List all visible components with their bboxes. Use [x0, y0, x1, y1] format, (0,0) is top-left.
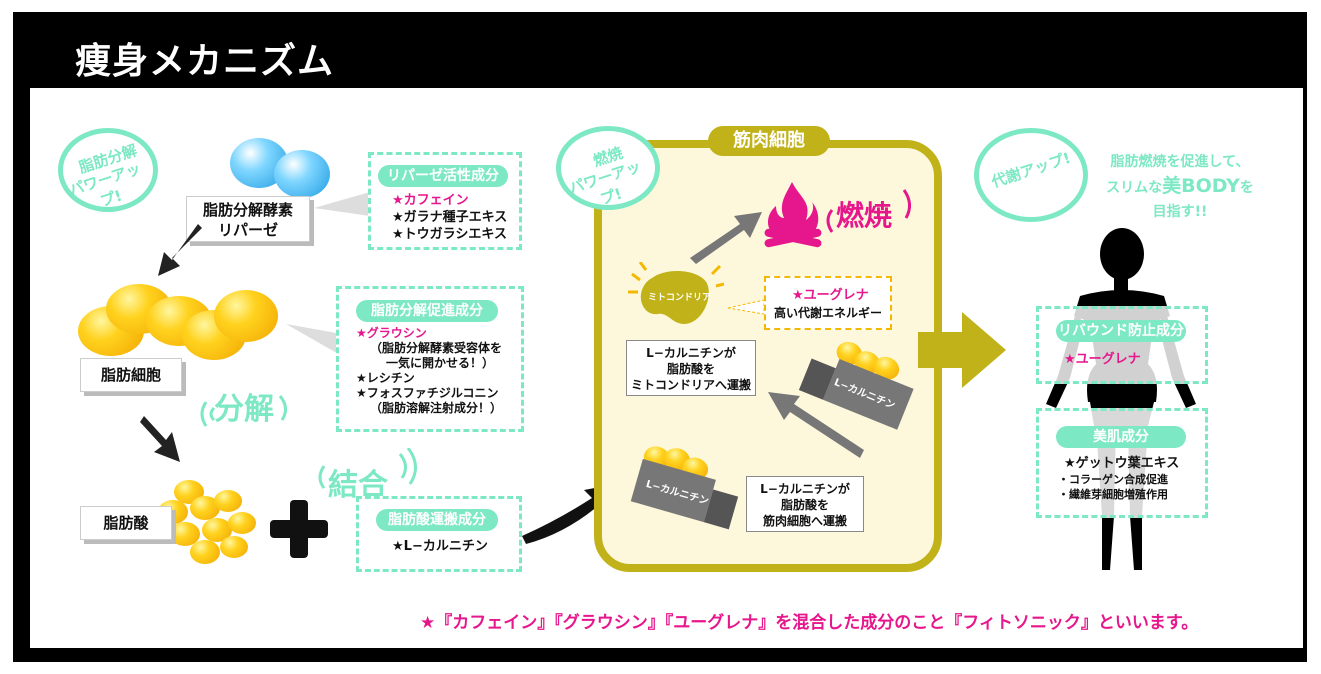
- enzyme-label-line1: 脂肪分解酵素: [202, 201, 293, 219]
- woman-silhouette-icon: [1046, 228, 1196, 570]
- promote-ingredient-header: 脂肪分解促進成分: [356, 300, 498, 322]
- skin-subs: ・コラーゲン合成促進 ・繊維芽細胞増殖作用: [1058, 472, 1168, 502]
- euglena-item: ★ユーグレナ: [792, 288, 869, 303]
- arrow-fat-to-acid-icon: [140, 416, 180, 462]
- skin-sub-1: ・コラーゲン合成促進: [1058, 473, 1168, 486]
- promote-item-3: 一気に開かせる！）: [386, 356, 495, 370]
- transport-ingredient-box: [356, 496, 522, 572]
- arrow-to-muscle-icon: [522, 484, 616, 544]
- fire-icon: [764, 182, 822, 248]
- promote-item-2: （脂肪分解酵素受容体を: [370, 341, 503, 355]
- skin-item: ★ゲットウ葉エキス: [1064, 456, 1180, 471]
- info-upper-line3: ミトコンドリアへ運搬: [630, 378, 751, 392]
- info-lower: L−カルニチンが 脂肪酸を 筋肉細胞へ運搬: [746, 476, 864, 532]
- transport-ingredient-header: 脂肪酸運搬成分: [376, 509, 498, 531]
- result-line2: スリムな美BODYを: [1096, 174, 1264, 200]
- result-text: 脂肪燃焼を促進して、 スリムな美BODYを 目指す!!: [1096, 150, 1264, 224]
- skin-sub-2: ・繊維芽細胞増殖作用: [1058, 488, 1168, 501]
- enzyme-label: 脂肪分解酵素 リパーゼ: [186, 196, 310, 242]
- arrow-truck-to-info-icon: [768, 392, 864, 458]
- info-lower-line2: 脂肪酸を: [780, 498, 829, 512]
- combustion-badge: 燃焼 パワーアップ!: [556, 126, 660, 210]
- result-line3: 目指す!!: [1152, 204, 1208, 220]
- mitochondria-icon: [628, 262, 724, 324]
- decompose-label: 分解: [214, 392, 274, 427]
- fat-cell-label: 脂肪細胞: [80, 358, 182, 392]
- info-lower-line1: L−カルニチンが: [760, 482, 850, 496]
- euglena-pointer: [728, 299, 765, 315]
- fat-cell-icon: [78, 282, 278, 372]
- footnote: ★『カフェイン』『グラウシン』『ユーグレナ』を混合した成分のこと『フィトソニック…: [420, 613, 1199, 633]
- skin-header: 美肌成分: [1056, 426, 1186, 448]
- result-line2c: を: [1239, 180, 1254, 196]
- lipase-item-1: ★カフェイン: [392, 193, 469, 208]
- euglena-sub: 高い代謝エネルギー: [774, 306, 883, 320]
- promote-item-5: ★フォスファチジルコニン: [356, 386, 499, 400]
- page-title: 痩身メカニズム: [75, 41, 335, 82]
- result-line2a: スリムな: [1106, 180, 1163, 196]
- transport-ingredient-item: ★L−カルニチン: [392, 539, 488, 554]
- enzyme-label-line2: リパーゼ: [217, 221, 278, 239]
- lipase-ingredient-header: リパーゼ活性成分: [378, 165, 508, 187]
- arrow-mito-to-fire-icon: [690, 212, 762, 264]
- promote-item-6: （脂肪溶解注射成分！）: [370, 401, 503, 415]
- info-upper: L−カルニチンが 脂肪酸を ミトコンドリアへ運搬: [626, 340, 756, 396]
- rebound-item: ★ユーグレナ: [1064, 352, 1141, 367]
- burn-label: 燃焼: [836, 199, 893, 232]
- lipase-item-2: ★ガラナ種子エキス: [392, 210, 508, 225]
- decompose-waves-icon: [200, 395, 287, 427]
- info-upper-line2: 脂肪酸を: [666, 362, 715, 376]
- promote-pointer: [286, 324, 342, 356]
- metabolism-badge: 代謝アップ!: [974, 128, 1088, 222]
- result-line1: 脂肪燃焼を促進して、: [1110, 154, 1250, 170]
- fatty-acid-label: 脂肪酸: [80, 506, 172, 540]
- arrow-enzyme-to-fat-icon: [158, 224, 202, 276]
- arrow-to-result-icon: [918, 312, 1006, 388]
- result-line2b: 美BODY: [1162, 175, 1240, 197]
- muscle-cell-title: 筋肉細胞: [708, 126, 830, 156]
- info-lower-line3: 筋肉細胞へ運搬: [762, 514, 847, 528]
- mitochondria-label: ミトコンドリア: [648, 293, 712, 303]
- euglena-box: [764, 276, 892, 330]
- rebound-box: [1036, 306, 1208, 384]
- fatty-acid-icon: [150, 478, 260, 568]
- promote-item-1: ★グラウシン: [356, 326, 427, 340]
- burn-waves-icon: [826, 189, 911, 233]
- promote-item-4: ★レシチン: [356, 371, 415, 385]
- lipase-ingredient-list: ★カフェイン ★ガラナ種子エキス ★トウガラシエキス: [392, 192, 507, 243]
- info-upper-line1: L−カルニチンが: [646, 346, 736, 360]
- lipase-item-3: ★トウガラシエキス: [392, 227, 508, 242]
- lipolysis-badge: 脂肪分解 パワーアップ!: [58, 128, 158, 212]
- rebound-header: リバウンド防止成分: [1056, 320, 1186, 342]
- lipase-balls-icon: [230, 138, 330, 198]
- plus-icon: [270, 500, 328, 558]
- promote-ingredient-list: ★グラウシン （脂肪分解酵素受容体を 一気に開かせる！） ★レシチン ★フォスフ…: [356, 326, 502, 416]
- lipase-pointer: [314, 192, 370, 216]
- bind-waves-icon: [318, 448, 417, 489]
